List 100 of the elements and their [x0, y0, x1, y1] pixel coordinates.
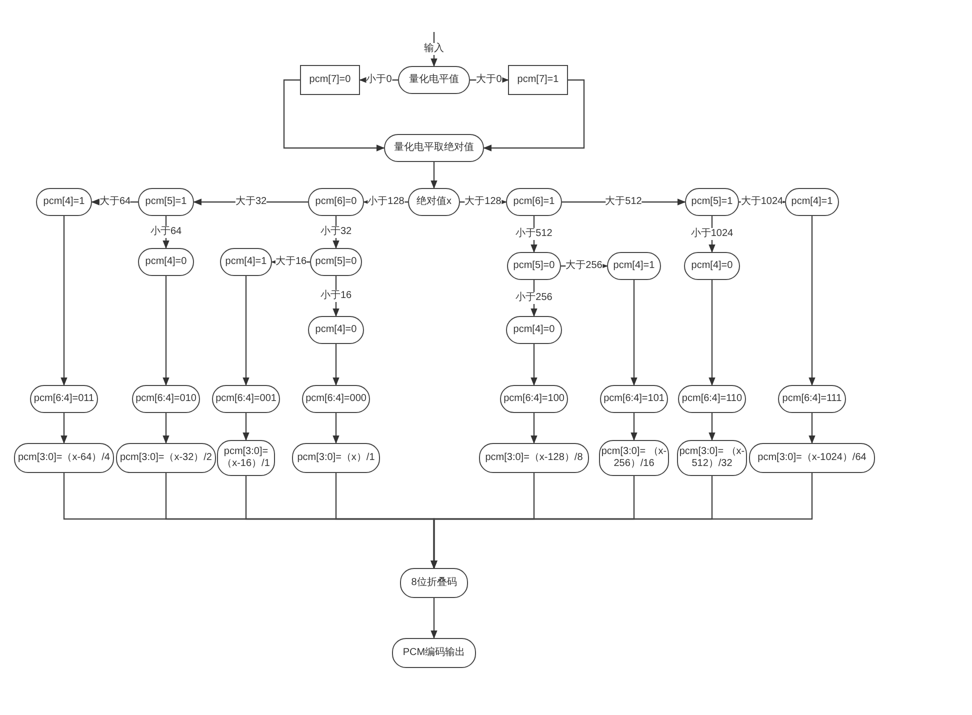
- process-box: [507, 252, 561, 280]
- edge-label: 小于512: [516, 228, 552, 240]
- arrow: [483, 79, 585, 152]
- node-text: pcm[3:0]= （x-16）/1: [221, 446, 271, 470]
- arrow: [430, 32, 438, 67]
- node-text: pcm[4]=0: [513, 324, 555, 336]
- process-box: [685, 188, 739, 216]
- edge-label: 小于32: [320, 226, 352, 238]
- node-text: pcm[4]=1: [613, 260, 655, 272]
- process-box: [749, 443, 875, 473]
- node-text: pcm[6:4]=111: [782, 393, 842, 405]
- arrow: [708, 280, 716, 386]
- node-text: 绝对值x: [416, 196, 452, 208]
- process-box: [400, 568, 468, 598]
- node-text: pcm[6:4]=000: [306, 393, 366, 405]
- node-text: 量化电平取绝对值: [394, 142, 474, 154]
- node-text: pcm[3:0]= （x-512）/32: [679, 446, 745, 470]
- edge-label: 大于512: [605, 196, 642, 208]
- node-text: pcm[3:0]=（x-32）/2: [120, 452, 212, 464]
- arrow: [430, 162, 438, 189]
- process-box: [30, 385, 98, 413]
- result-box: [508, 65, 568, 95]
- process-box: [500, 385, 568, 413]
- arrow: [332, 344, 340, 386]
- process-box: [684, 252, 740, 280]
- process-box: [506, 188, 562, 216]
- edge-label: 小于256: [516, 292, 552, 304]
- process-box: [599, 440, 669, 476]
- edge-label: 大于256: [566, 260, 602, 272]
- arrow: [283, 79, 385, 152]
- process-box: [302, 385, 370, 413]
- process-box: [308, 316, 364, 344]
- process-box: [677, 440, 747, 476]
- edge-label: 小于1024: [690, 228, 734, 240]
- process-box: [785, 188, 839, 216]
- arrow: [242, 413, 250, 441]
- process-box: [310, 248, 362, 276]
- node-text: pcm[3:0]=（x-1024）/64: [758, 452, 866, 464]
- arrow: [630, 413, 638, 441]
- node-text: pcm[4]=0: [315, 324, 357, 336]
- process-box: [408, 188, 460, 216]
- node-text: 量化电平值: [409, 74, 459, 86]
- edge-label: 小于64: [150, 226, 182, 238]
- edge-label: 大于128: [464, 196, 502, 208]
- node-text: pcm[3:0]=（x）/1: [297, 452, 375, 464]
- edge-label: 输入: [424, 43, 444, 55]
- node-text: pcm[7]=0: [309, 74, 351, 86]
- process-box: [600, 385, 668, 413]
- arrow: [162, 276, 170, 386]
- edge-label: 大于64: [99, 196, 131, 208]
- process-box: [217, 440, 275, 476]
- node-text: PCM编码输出: [402, 647, 466, 659]
- node-text: pcm[4]=0: [691, 260, 733, 272]
- process-box: [398, 66, 470, 94]
- node-text: pcm[5]=1: [145, 196, 187, 208]
- process-box: [392, 638, 476, 668]
- node-text: pcm[4]=1: [791, 196, 833, 208]
- process-box: [778, 385, 846, 413]
- arrow: [530, 344, 538, 386]
- process-box: [292, 443, 380, 473]
- process-box: [479, 443, 589, 473]
- edge-label: 小于16: [320, 290, 352, 302]
- edge-label: 大于32: [235, 196, 267, 208]
- arrow: [60, 216, 68, 386]
- arrow: [530, 413, 538, 444]
- process-box: [220, 248, 272, 276]
- process-box: [678, 385, 746, 413]
- process-box: [607, 252, 661, 280]
- node-text: 8位折叠码: [411, 577, 457, 589]
- process-box: [308, 188, 364, 216]
- process-box: [384, 134, 484, 162]
- process-box: [36, 188, 92, 216]
- arrow: [708, 413, 716, 441]
- arrow: [430, 598, 438, 639]
- node-text: pcm[6:4]=011: [34, 393, 94, 405]
- edge-label: 小于128: [368, 196, 404, 208]
- node-text: pcm[5]=1: [691, 196, 733, 208]
- arrow: [430, 473, 813, 569]
- process-box: [132, 385, 200, 413]
- node-text: pcm[6:4]=101: [604, 393, 664, 405]
- node-text: pcm[4]=1: [225, 256, 267, 268]
- arrow: [808, 216, 816, 386]
- arrow: [808, 413, 816, 444]
- node-text: pcm[6]=0: [315, 196, 357, 208]
- process-box: [14, 443, 114, 473]
- edge-label: 大于0: [476, 74, 502, 86]
- node-text: pcm[4]=1: [43, 196, 85, 208]
- arrow: [630, 280, 638, 386]
- process-box: [116, 443, 216, 473]
- node-text: pcm[6:4]=010: [136, 393, 196, 405]
- edge-label: 大于1024: [740, 196, 784, 208]
- process-box: [212, 385, 280, 413]
- node-text: pcm[6]=1: [513, 196, 555, 208]
- arrow: [332, 413, 340, 444]
- node-text: pcm[3:0]=（x-64）/4: [18, 452, 110, 464]
- node-text: pcm[7]=1: [517, 74, 559, 86]
- process-box: [138, 248, 194, 276]
- process-box: [506, 316, 562, 344]
- node-text: pcm[5]=0: [315, 256, 357, 268]
- node-text: pcm[6:4]=110: [682, 393, 742, 405]
